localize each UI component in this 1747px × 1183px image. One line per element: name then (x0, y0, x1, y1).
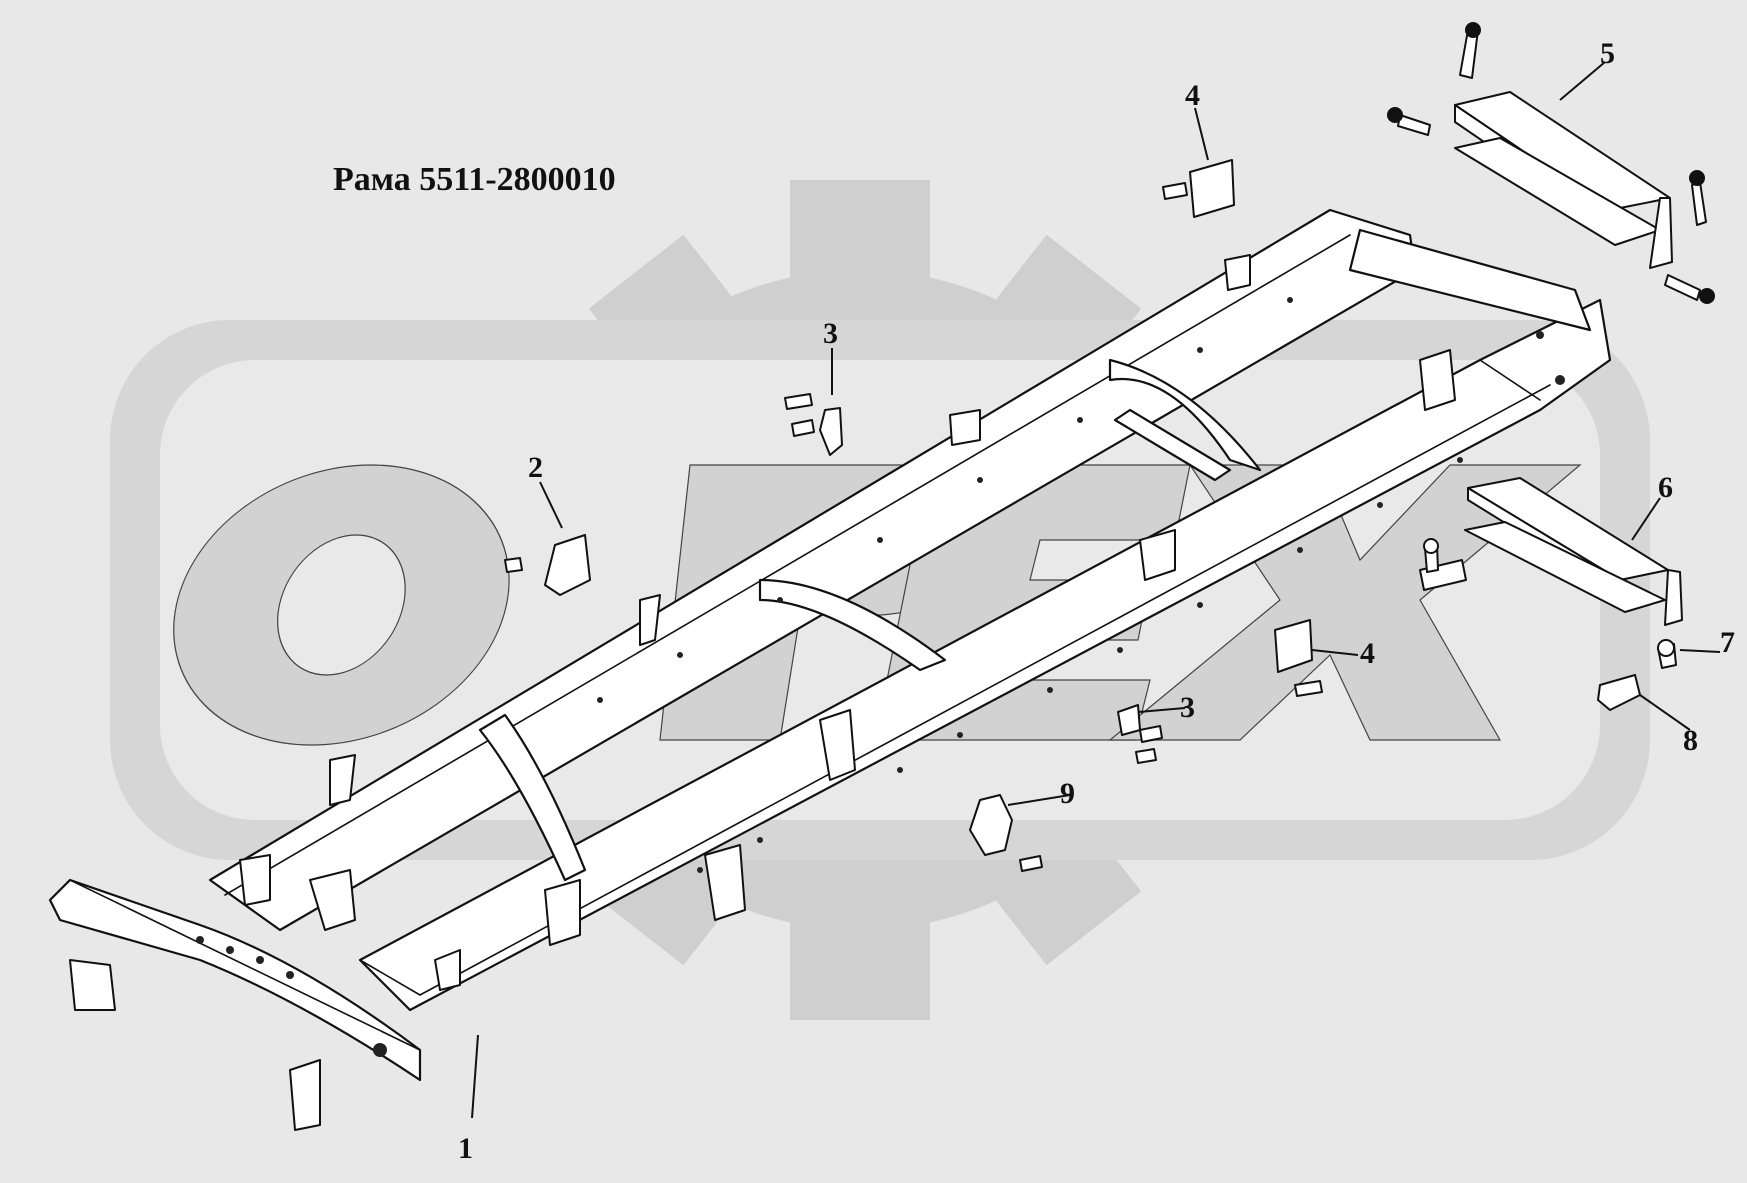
callout-3-upper: 3 (823, 317, 838, 350)
callout-4-upper: 4 (1185, 79, 1200, 112)
callout-2: 2 (528, 451, 543, 484)
part-4-plate-lower (1274, 619, 1323, 697)
callout-4-lower: 4 (1360, 637, 1375, 670)
part-3-bracket-lower (1117, 704, 1163, 764)
crossmember-3 (1108, 358, 1262, 472)
callout-7: 7 (1720, 626, 1735, 659)
part-6-crossmember (1419, 477, 1683, 626)
frame-holes (196, 297, 1565, 1057)
crossmember-2 (758, 578, 947, 672)
callouts: 1 2 3 3 4 4 5 6 7 8 9 (458, 37, 1735, 1165)
callout-5: 5 (1600, 37, 1615, 70)
chassis-frame (48, 208, 1612, 1131)
part-3-bracket-upper (784, 393, 843, 456)
callout-8: 8 (1683, 724, 1698, 757)
part-2-bracket (504, 534, 591, 596)
part-9-bracket (969, 794, 1043, 872)
front-bumper (48, 878, 422, 1082)
callout-3-lower: 3 (1180, 691, 1195, 724)
part-8-bracket (1597, 674, 1641, 711)
part-4-plate-upper (1162, 159, 1235, 218)
rear-crossmember (1348, 228, 1592, 332)
callout-6: 6 (1658, 471, 1673, 504)
diagram-title: Рама 5511-2800010 (333, 161, 616, 198)
callout-9: 9 (1060, 777, 1075, 810)
crossmember-1 (478, 713, 587, 882)
leader-lines (471, 61, 1721, 1119)
part-5-crossmember (1387, 22, 1715, 304)
part-7-bolt (1657, 639, 1677, 669)
callout-1: 1 (458, 1132, 473, 1165)
